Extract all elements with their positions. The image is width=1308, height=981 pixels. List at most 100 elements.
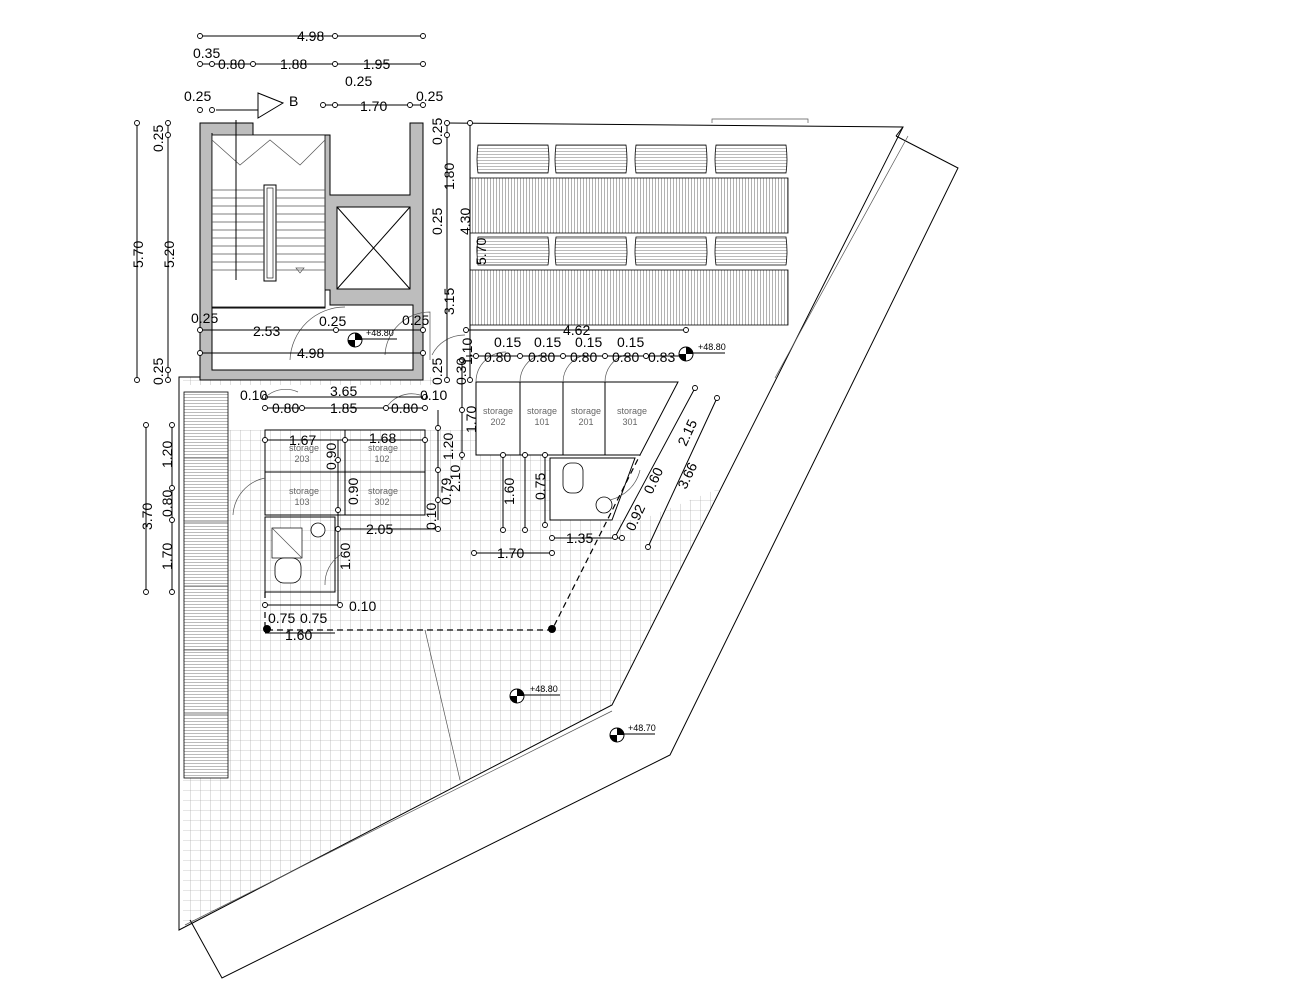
dim-4-98-top: 4.98	[297, 28, 324, 44]
dim-0-15-d: 0.15	[617, 334, 644, 350]
dim-5-70-left: 5.70	[130, 241, 146, 268]
dim-0-25-e: 0.25	[429, 118, 445, 145]
room-201-number: 201	[578, 417, 593, 427]
room-101-number: 101	[534, 417, 549, 427]
dim-1-60-c: 1.60	[285, 627, 312, 643]
dim-0-25-g: 0.25	[191, 310, 218, 326]
stair-core	[199, 120, 466, 381]
dim-1-88: 1.88	[280, 56, 307, 72]
level-marker-terrace: +48.80	[509, 684, 560, 704]
dim-1-35: 1.35	[566, 530, 593, 546]
dim-3-66: 3.66	[674, 460, 700, 492]
dim-0-25-d: 0.25	[150, 125, 166, 152]
dim-1-10: 1.10	[459, 338, 475, 365]
room-102-number: 102	[374, 454, 389, 464]
room-103-number: 103	[294, 497, 309, 507]
dim-1-70-right: 1.70	[463, 406, 479, 433]
dimension-nodes	[134, 33, 720, 608]
level-text-terrace: +48.80	[530, 684, 558, 694]
dim-5-70-right: 5.70	[473, 238, 489, 265]
dim-0-10-b: 0.10	[420, 387, 447, 403]
dim-0-80-f: 0.80	[391, 400, 418, 416]
dim-0-75-b: 0.75	[268, 610, 295, 626]
dim-2-05: 2.05	[366, 521, 393, 537]
level-text-core: +48.80	[366, 328, 394, 338]
dim-1-70-top: 1.70	[360, 98, 387, 114]
dim-1-20-b: 1.20	[159, 441, 175, 468]
room-102-name: storage	[368, 443, 398, 453]
section-marker-label: B	[289, 93, 298, 109]
room-301-name: storage	[617, 406, 647, 416]
dim-1-95: 1.95	[363, 56, 390, 72]
dim-0-25-f: 0.25	[429, 208, 445, 235]
dim-0-80-e: 0.80	[272, 400, 299, 416]
dim-1-70-left: 1.70	[159, 543, 175, 570]
dim-0-15-a: 0.15	[494, 334, 521, 350]
dim-0-80-b: 0.80	[528, 349, 555, 365]
dim-0-25-h: 0.25	[319, 313, 346, 329]
dim-1-67: 1.67	[289, 432, 316, 448]
dim-1-80: 1.80	[441, 163, 457, 190]
dim-2-53: 2.53	[253, 323, 280, 339]
dim-1-68: 1.68	[369, 430, 396, 446]
pergola-outline	[263, 454, 641, 781]
dim-0-90-b: 0.90	[345, 478, 361, 505]
room-302-name: storage	[368, 486, 398, 496]
dim-0-75-c: 0.75	[300, 610, 327, 626]
dim-0-25-k: 0.25	[429, 358, 445, 385]
dim-3-70: 3.70	[139, 503, 155, 530]
solar-panels	[183, 144, 789, 779]
level-marker-core: +48.80	[347, 328, 397, 348]
dim-0-75-a: 0.75	[532, 473, 548, 500]
dim-0-25-c: 0.25	[184, 88, 211, 104]
dim-1-70-bottom: 1.70	[497, 545, 524, 561]
level-markers: +48.80 +48.80 +48.80 +48.70	[347, 328, 726, 743]
dim-4-30: 4.30	[457, 208, 473, 235]
dim-0-15-b: 0.15	[534, 334, 561, 350]
room-103-name: storage	[289, 486, 319, 496]
dim-1-20-a: 1.20	[440, 433, 456, 460]
dimension-lines	[136, 35, 718, 634]
dim-0-25-b: 0.25	[416, 88, 443, 104]
room-201-name: storage	[571, 406, 601, 416]
dim-0-79: 0.79	[438, 478, 454, 505]
dim-3-15: 3.15	[441, 288, 457, 315]
room-labels: storage 202 storage 101 storage 201 stor…	[289, 406, 647, 507]
dim-1-85: 1.85	[330, 400, 357, 416]
room-301-number: 301	[622, 417, 637, 427]
dim-0-35: 0.35	[193, 45, 220, 61]
dim-0-80-c: 0.80	[570, 349, 597, 365]
room-101-name: storage	[527, 406, 557, 416]
stair-treads	[211, 120, 326, 280]
dim-1-60-b: 1.60	[337, 543, 353, 570]
dim-0-10-a: 0.10	[240, 387, 267, 403]
dim-0-80-d: 0.80	[612, 349, 639, 365]
dim-3-65: 3.65	[330, 383, 357, 399]
dim-5-20: 5.20	[161, 241, 177, 268]
dim-0-10-d: 0.10	[349, 598, 376, 614]
room-202-name: storage	[483, 406, 513, 416]
level-marker-edge: +48.70	[609, 723, 656, 743]
dim-4-98-mid: 4.98	[297, 345, 324, 361]
room-302-number: 302	[374, 497, 389, 507]
dim-0-80-top: 0.80	[218, 56, 245, 72]
building-outline	[178, 118, 959, 979]
level-text-storage: +48.80	[698, 342, 726, 352]
dim-0-25-a: 0.25	[345, 73, 372, 89]
level-text-edge: +48.70	[628, 723, 656, 733]
dim-0-10-c: 0.10	[423, 503, 439, 530]
room-203-number: 203	[294, 454, 309, 464]
section-marker: B	[216, 92, 298, 119]
dim-0-83: 0.83	[648, 349, 675, 365]
dim-0-30: 0.30	[453, 358, 469, 385]
dim-0-15-c: 0.15	[575, 334, 602, 350]
dim-0-80-a: 0.80	[484, 349, 511, 365]
dim-4-62: 4.62	[563, 322, 590, 338]
level-marker-storage: +48.80	[678, 342, 726, 362]
room-203-name: storage	[289, 443, 319, 453]
dim-0-25-j: 0.25	[150, 358, 166, 385]
dim-1-60-a: 1.60	[501, 478, 517, 505]
dim-0-80-g: 0.80	[159, 490, 175, 517]
dim-0-90-a: 0.90	[323, 443, 339, 470]
